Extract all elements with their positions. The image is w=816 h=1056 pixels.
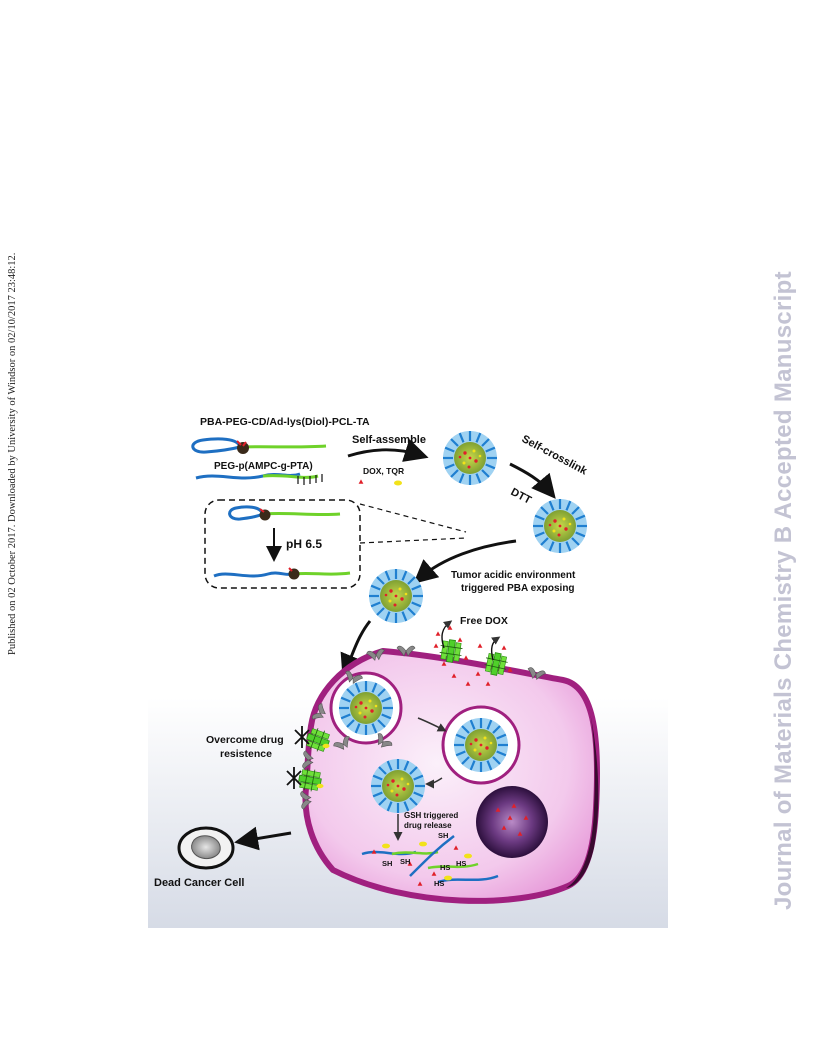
micelle-1 — [441, 429, 499, 487]
micelle-endosome-2 — [452, 716, 510, 774]
dashed-box — [204, 499, 361, 589]
arrow-endosome — [417, 717, 447, 732]
arrow-self-crosslink — [509, 462, 556, 499]
arrow-death — [234, 826, 292, 851]
dead-cell-core — [191, 835, 221, 859]
micelle-cytosol — [369, 757, 427, 815]
label-polymer1: PBA-PEG-CD/Ad-lys(Diol)-PCL-TA — [200, 416, 370, 428]
label-self-assemble: Self-assemble — [352, 434, 426, 446]
micelle-2 — [531, 497, 589, 555]
legend-dox-tqr: DOX, TQR — [358, 466, 404, 486]
label-sh-2: SH — [400, 857, 410, 866]
publication-note: Published on 02 October 2017. Downloaded… — [7, 252, 18, 655]
label-self-crosslink: Self-crosslink — [520, 433, 590, 478]
polymer-in-box-top — [228, 505, 341, 521]
label-free-dox: Free DOX — [460, 615, 508, 627]
arrow-escape — [425, 777, 443, 789]
label-ph: pH 6.5 — [286, 537, 322, 551]
polymer-in-box-bottom — [213, 567, 351, 580]
label-hs-1: HS — [440, 863, 450, 872]
polymer-2 — [195, 472, 323, 485]
journal-watermark: Journal of Materials Chemistry B Accepte… — [770, 271, 797, 910]
label-tumor-2: triggered PBA exposing — [461, 583, 575, 594]
label-overcome-1: Overcome drug — [206, 734, 284, 746]
micelle-endosome-1 — [337, 679, 395, 737]
label-hs-2: HS — [456, 859, 466, 868]
label-polymer2: PEG-p(AMPC-g-PTA) — [214, 461, 313, 472]
label-dtt: DTT — [509, 486, 534, 507]
arrow-self-assemble — [347, 439, 429, 462]
label-overcome-2: resistence — [220, 748, 272, 760]
scheme-figure: PBA-PEG-CD/Ad-lys(Diol)-PCL-TA PEG-p(AMP… — [148, 408, 668, 928]
label-gsh-1: GSH triggered — [404, 811, 458, 820]
polymer-1 — [191, 437, 327, 454]
nucleus — [476, 786, 548, 858]
label-dox-tqr: DOX, TQR — [363, 466, 404, 476]
arrow-tumor — [413, 539, 517, 584]
label-sh-1: SH — [382, 859, 392, 868]
dashed-callout — [359, 503, 467, 544]
right-sidebar: Journal of Materials Chemistry B Accepte… — [756, 0, 816, 1056]
label-gsh-2: drug release — [404, 821, 452, 830]
label-dead-cell: Dead Cancer Cell — [154, 877, 244, 889]
label-hs-3: HS — [434, 879, 444, 888]
scheme-svg: PBA-PEG-CD/Ad-lys(Diol)-PCL-TA PEG-p(AMP… — [148, 416, 668, 928]
left-sidebar: Published on 02 October 2017. Downloaded… — [0, 0, 30, 1056]
released-polymers — [361, 835, 499, 886]
efflux-arrow-2 — [490, 636, 501, 661]
block-marks — [286, 726, 310, 789]
micelle-3 — [367, 567, 425, 625]
label-sh-3: SH — [438, 831, 448, 840]
efflux-arrow-1 — [441, 620, 453, 649]
label-tumor-1: Tumor acidic environment — [451, 570, 576, 581]
